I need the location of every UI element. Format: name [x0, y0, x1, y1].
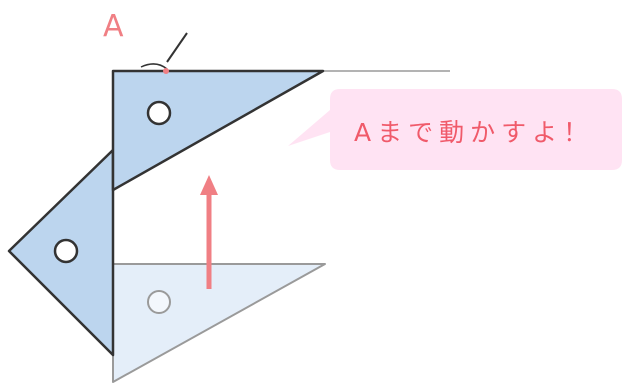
set-square-ghost-hole	[147, 290, 171, 314]
set-square-left-hole	[53, 238, 79, 264]
speech-bubble	[288, 89, 622, 170]
set-square-moved-hole	[146, 100, 172, 126]
set-square-moved	[111, 69, 325, 192]
move-arrow-head	[200, 175, 218, 195]
pointer-line	[166, 32, 188, 63]
pointer-arc	[140, 63, 168, 70]
speech-bubble-text: Aまで動かすよ！	[354, 118, 594, 147]
set-square-ghost	[112, 263, 326, 383]
point-a-dot	[163, 68, 169, 74]
point-a-label: A	[103, 9, 124, 44]
